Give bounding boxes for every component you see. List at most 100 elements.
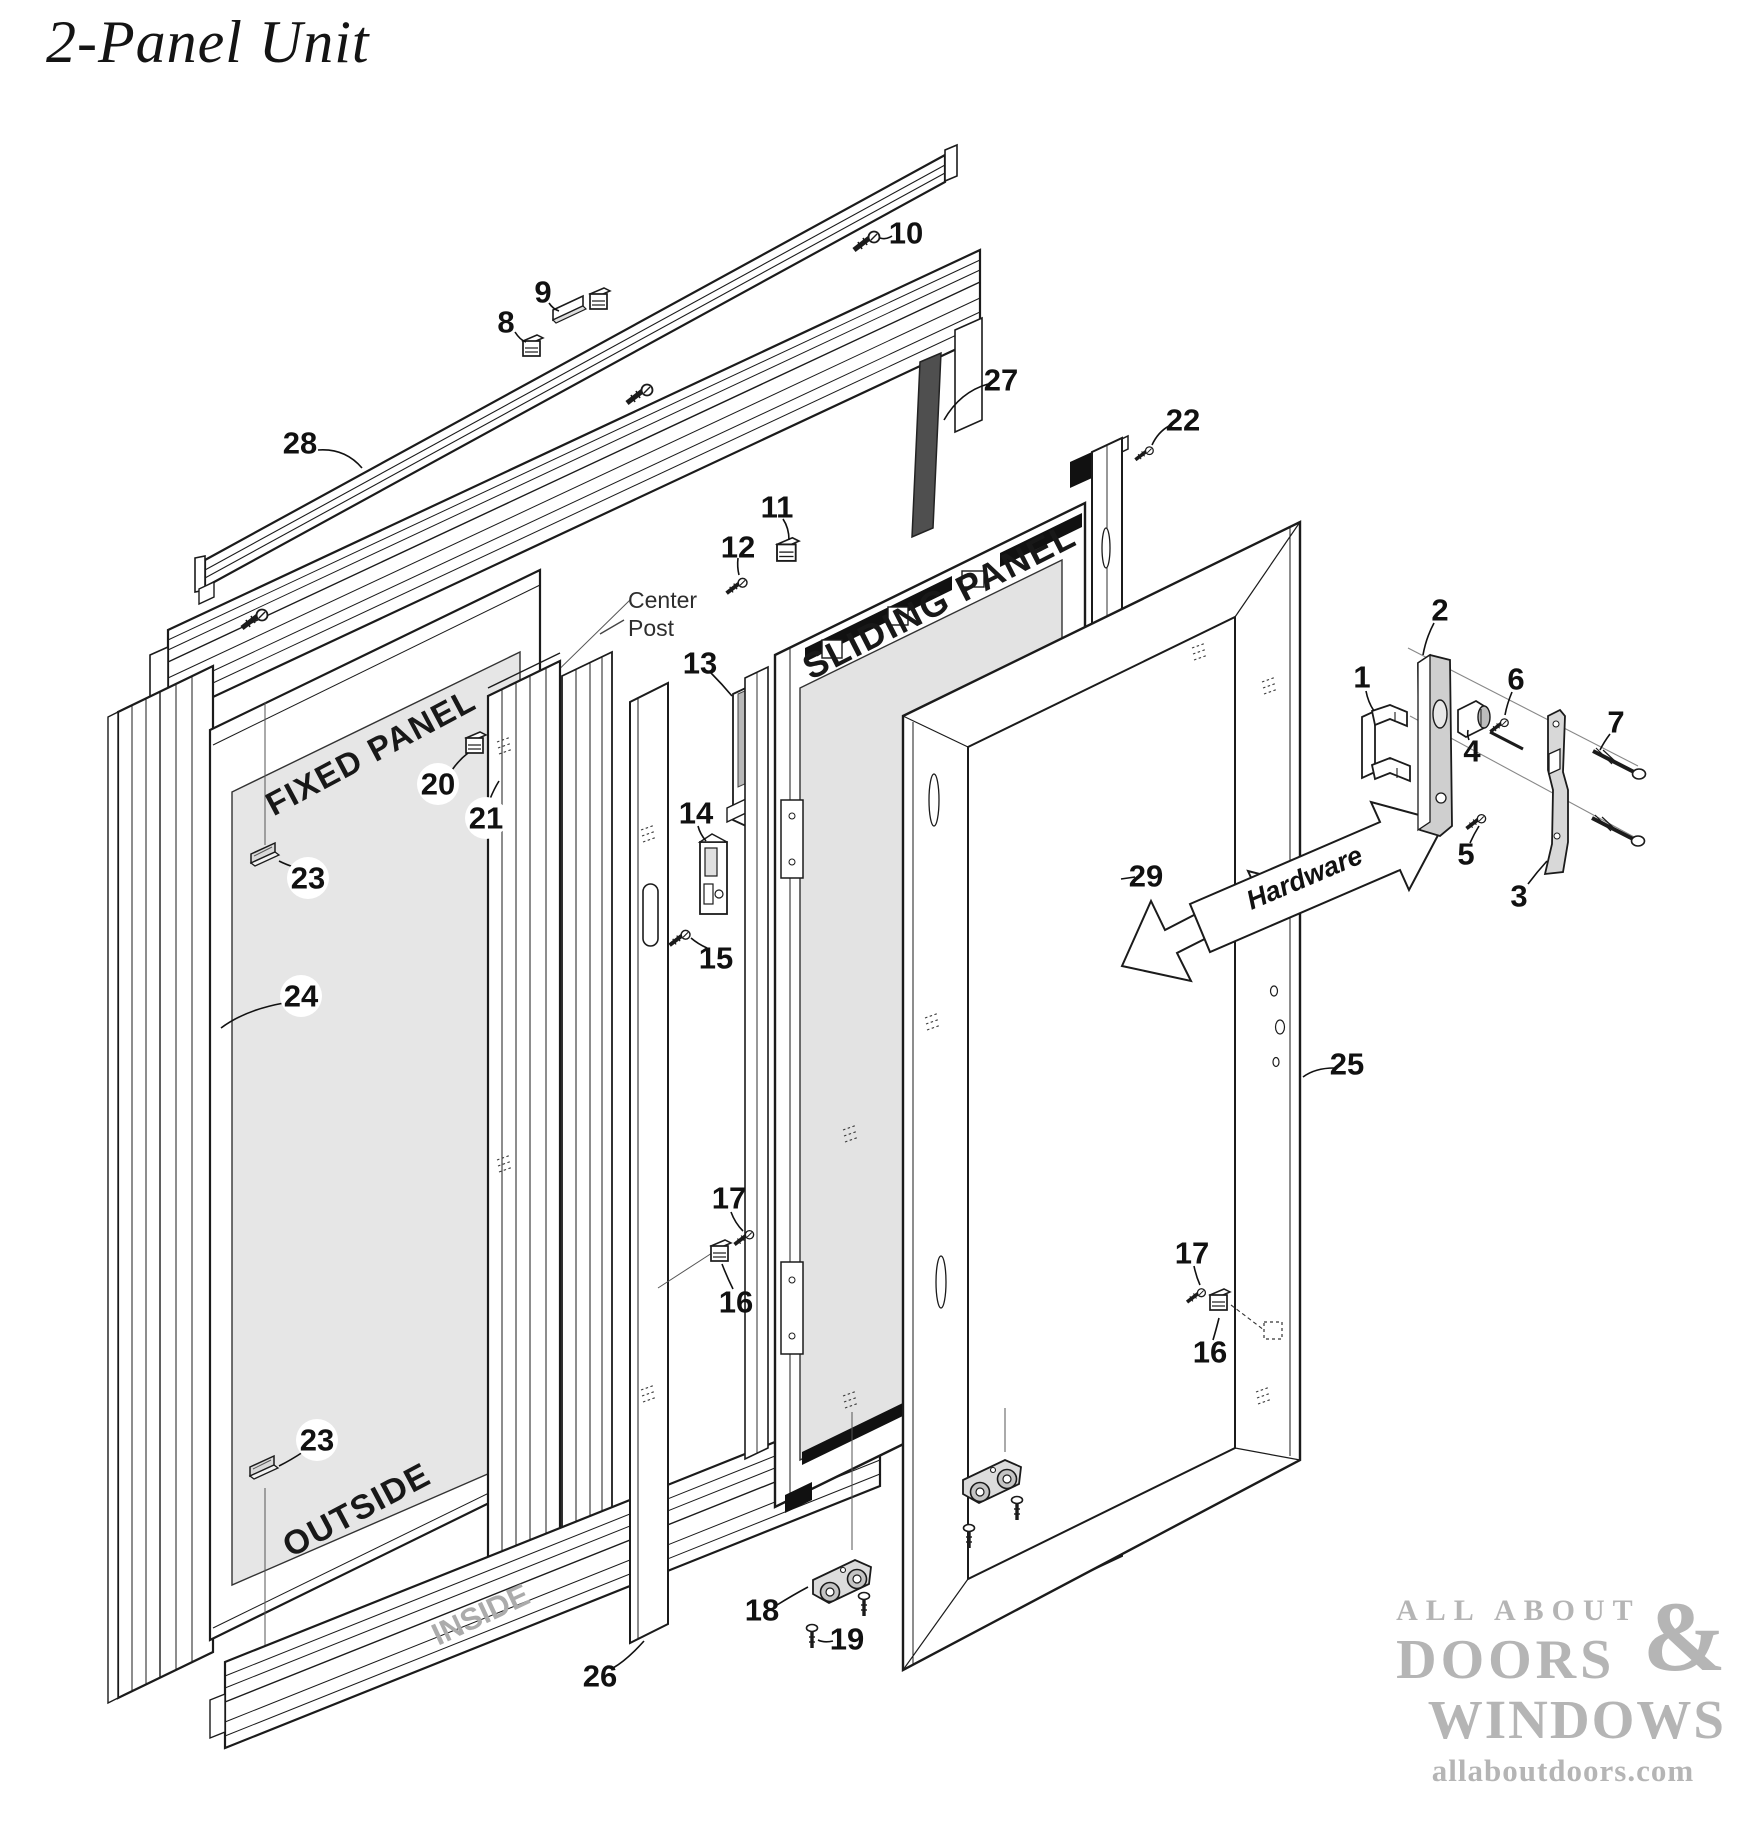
weatherstrip-top-b <box>1000 513 1082 567</box>
svg-text:23: 23 <box>291 861 325 896</box>
svg-text:14: 14 <box>679 796 714 831</box>
svg-text:16: 16 <box>1193 1335 1227 1370</box>
svg-text:20: 20 <box>421 767 455 802</box>
screw-part-19 <box>804 1622 820 1650</box>
callout-19: 19 <box>830 1622 864 1657</box>
callout-15: 15 <box>699 941 733 976</box>
svg-text:28: 28 <box>283 426 317 461</box>
roller-screw <box>856 1590 872 1618</box>
center-post-label: Center Post <box>599 587 697 641</box>
svg-text:17: 17 <box>1175 1236 1209 1271</box>
svg-text:23: 23 <box>300 1423 334 1458</box>
svg-text:2: 2 <box>1431 593 1448 628</box>
center-post <box>486 650 613 1577</box>
page-title: 2-Panel Unit <box>46 9 370 75</box>
svg-text:25: 25 <box>1330 1047 1364 1082</box>
screws-part-7 <box>1591 747 1647 847</box>
svg-text:19: 19 <box>830 1622 864 1657</box>
callout-4: 4 <box>1463 734 1481 769</box>
callout-12: 12 <box>721 530 755 565</box>
callout-29: 29 <box>1129 859 1163 894</box>
callout-5: 5 <box>1457 837 1474 872</box>
svg-text:26: 26 <box>583 1659 617 1694</box>
lock-plate-part-2 <box>1417 653 1453 838</box>
callout-28: 28 <box>283 426 317 461</box>
svg-text:24: 24 <box>284 979 319 1014</box>
clip-part-16 <box>710 1239 732 1262</box>
frame-25 <box>901 520 1302 1672</box>
svg-text:17: 17 <box>712 1181 746 1216</box>
svg-text:29: 29 <box>1129 859 1163 894</box>
callout-9: 9 <box>534 275 551 310</box>
svg-text:Center: Center <box>628 587 697 613</box>
track-screws-and-clips <box>242 232 880 629</box>
callout-layer: 1234567891011121314151617161718192021222… <box>280 216 1625 1694</box>
mortise-lock-14 <box>670 833 728 945</box>
pull-handle-part-3 <box>1543 708 1569 876</box>
callout-13: 13 <box>683 646 717 681</box>
top-track <box>194 143 958 606</box>
callout-26: 26 <box>583 1659 617 1694</box>
clip-ghost-position <box>1263 1321 1283 1340</box>
svg-text:21: 21 <box>469 801 503 836</box>
watermark-line2: DOORS <box>1396 1629 1616 1691</box>
callout-18: 18 <box>745 1593 779 1628</box>
callout-8: 8 <box>497 305 514 340</box>
callout-25: 25 <box>1330 1047 1364 1082</box>
callout-1: 1 <box>1353 660 1370 695</box>
clip-part-8b <box>589 287 611 310</box>
hardware-group <box>727 536 1647 876</box>
svg-text:27: 27 <box>984 363 1018 398</box>
cylinder-part-4 <box>1457 700 1524 751</box>
callout-11: 11 <box>761 490 794 525</box>
callout-16a: 16 <box>719 1285 753 1320</box>
screw-part-22 <box>1133 445 1155 462</box>
svg-text:1: 1 <box>1353 660 1370 695</box>
callout-17b: 17 <box>1175 1236 1209 1271</box>
svg-text:10: 10 <box>889 216 923 251</box>
svg-text:6: 6 <box>1507 662 1524 697</box>
rollers <box>804 1408 1025 1650</box>
callout-10: 10 <box>889 216 923 251</box>
callout-2: 2 <box>1431 593 1448 628</box>
leader-lines <box>220 235 1611 1669</box>
svg-text:22: 22 <box>1166 403 1200 438</box>
svg-text:18: 18 <box>745 1593 779 1628</box>
hardware-arrow-icon <box>1188 800 1447 954</box>
svg-text:4: 4 <box>1463 734 1481 769</box>
watermark-ampersand: & <box>1642 1581 1726 1692</box>
callout-6: 6 <box>1507 662 1524 697</box>
callout-3: 3 <box>1510 879 1527 914</box>
callout-7: 7 <box>1607 705 1624 740</box>
head-gasket-part-27 <box>911 351 942 539</box>
callout-22: 22 <box>1166 403 1200 438</box>
callout-23a: 23 <box>287 857 329 899</box>
screw-part-5 <box>1464 812 1488 831</box>
svg-text:3: 3 <box>1510 879 1527 914</box>
watermark-line1: ALL ABOUT <box>1396 1594 1641 1627</box>
callout-20: 20 <box>417 763 459 805</box>
svg-text:16: 16 <box>719 1285 753 1320</box>
svg-text:8: 8 <box>497 305 514 340</box>
svg-text:11: 11 <box>761 490 794 525</box>
callout-24: 24 <box>280 975 322 1017</box>
callout-16b: 16 <box>1193 1335 1227 1370</box>
svg-text:Post: Post <box>628 615 675 641</box>
watermark: ALL ABOUT DOORS & WINDOWS allaboutdoors.… <box>1396 1581 1726 1787</box>
svg-text:7: 7 <box>1607 705 1624 740</box>
trim-bar-26 <box>629 681 669 1645</box>
callout-17a: 17 <box>712 1181 746 1216</box>
svg-text:15: 15 <box>699 941 733 976</box>
handle-part-1 <box>1361 704 1411 783</box>
screw-part-6 <box>1488 717 1510 734</box>
callout-27: 27 <box>984 363 1018 398</box>
callout-14: 14 <box>679 796 714 831</box>
svg-text:13: 13 <box>683 646 717 681</box>
svg-text:9: 9 <box>534 275 551 310</box>
callout-21: 21 <box>465 797 507 839</box>
callout-23b: 23 <box>296 1419 338 1461</box>
svg-text:12: 12 <box>721 530 755 565</box>
left-jamb <box>107 664 215 1705</box>
